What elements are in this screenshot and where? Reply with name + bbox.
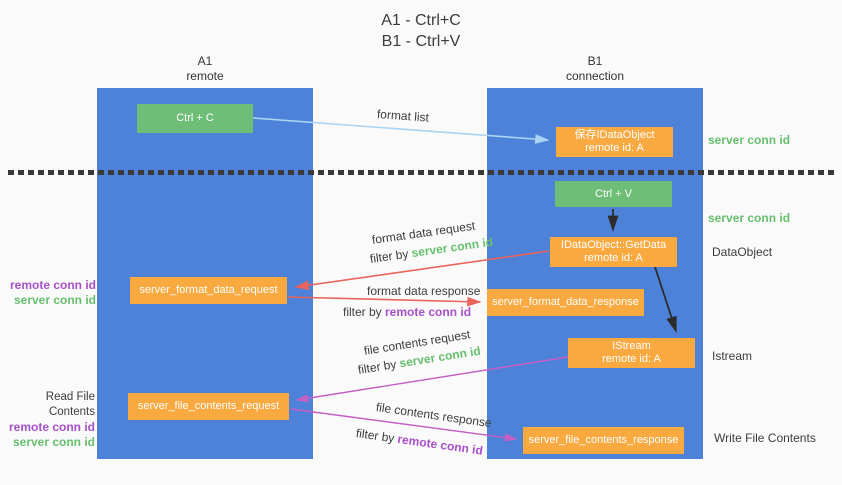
istream-node: IStream remote id: A [568,338,695,368]
server-format-data-response-label: server_format_data_response [492,296,639,308]
server-conn-id-label: server conn id [12,435,95,449]
getdata-line1: IDataObject::GetData [560,239,667,251]
server-format-data-response-node: server_format_data_response [487,289,644,316]
dataobject-label: DataObject [712,245,773,259]
filter-by-text: filter by [356,356,401,377]
server-file-contents-request-node: server_file_contents_request [128,393,289,420]
dotted-separator-line [8,170,834,175]
format-list-label: format list [376,107,430,125]
server-file-contents-response-label: server_file_contents_response [528,434,679,446]
server-file-contents-response-node: server_file_contents_response [523,427,684,454]
ctrl-v-label: Ctrl + V [595,187,632,200]
lane-a1-title: A1 [197,54,213,68]
server-file-contents-request-label: server_file_contents_request [137,400,280,412]
istream-side-label: Istream [712,349,753,363]
server-format-data-request-node: server_format_data_request [130,277,287,304]
format-data-response-filter-label: filter by remote conn id [343,305,471,319]
ctrl-c-node: Ctrl + C [137,104,253,133]
server-conn-id-label: server conn id [13,293,96,307]
write-file-contents-label: Write File Contents [714,431,816,445]
server-conn-id-top-label: server conn id [708,133,791,147]
server-format-data-request-label: server_format_data_request [139,284,278,296]
diagram-title: A1 - Ctrl+C B1 - Ctrl+V [0,10,842,52]
istream-line2: remote id: A [602,353,661,365]
idataobject-getdata-node: IDataObject::GetData remote id: A [550,237,677,267]
server-conn-id-mid-label: server conn id [708,211,791,225]
remote-conn-id-label: remote conn id [8,420,95,434]
filter-by-text: filter by [343,305,386,319]
file-contents-response-filter-label: filter by remote conn id [355,426,484,458]
lane-header-b1: B1 connection [487,54,703,84]
filter-by-text: filter by [369,246,413,266]
title-line-1: A1 - Ctrl+C [381,12,461,29]
title-line-2: B1 - Ctrl+V [381,33,461,50]
lane-b1-subtitle: connection [565,69,625,83]
lane-a1-subtitle: remote [186,69,224,83]
filter-by-text: filter by [355,426,399,446]
read-file-contents-label: Read File Contents [45,391,95,418]
file-contents-response-label: file contents response [375,400,493,431]
remote-conn-id-label: remote conn id [9,278,96,292]
left-upper-annotation: remote conn id server conn id [8,278,96,308]
format-data-response-label: format data response [367,284,481,298]
ctrl-c-label: Ctrl + C [176,112,214,124]
remote-conn-id-key: remote conn id [396,431,484,458]
ctrl-v-node: Ctrl + V [555,181,672,207]
save-idataobject-line1: 保存IDataObject [574,129,655,141]
left-lower-annotation: Read File Contents remote conn id server… [5,390,95,450]
lane-header-a1: A1 remote [97,54,313,84]
istream-line1: IStream [612,340,651,352]
lane-b1-title: B1 [587,54,603,68]
remote-conn-id-key: remote conn id [385,305,472,319]
save-idataobject-node: 保存IDataObject remote id: A [556,127,673,157]
save-idataobject-line2: remote id: A [585,142,644,154]
getdata-line2: remote id: A [584,252,643,264]
